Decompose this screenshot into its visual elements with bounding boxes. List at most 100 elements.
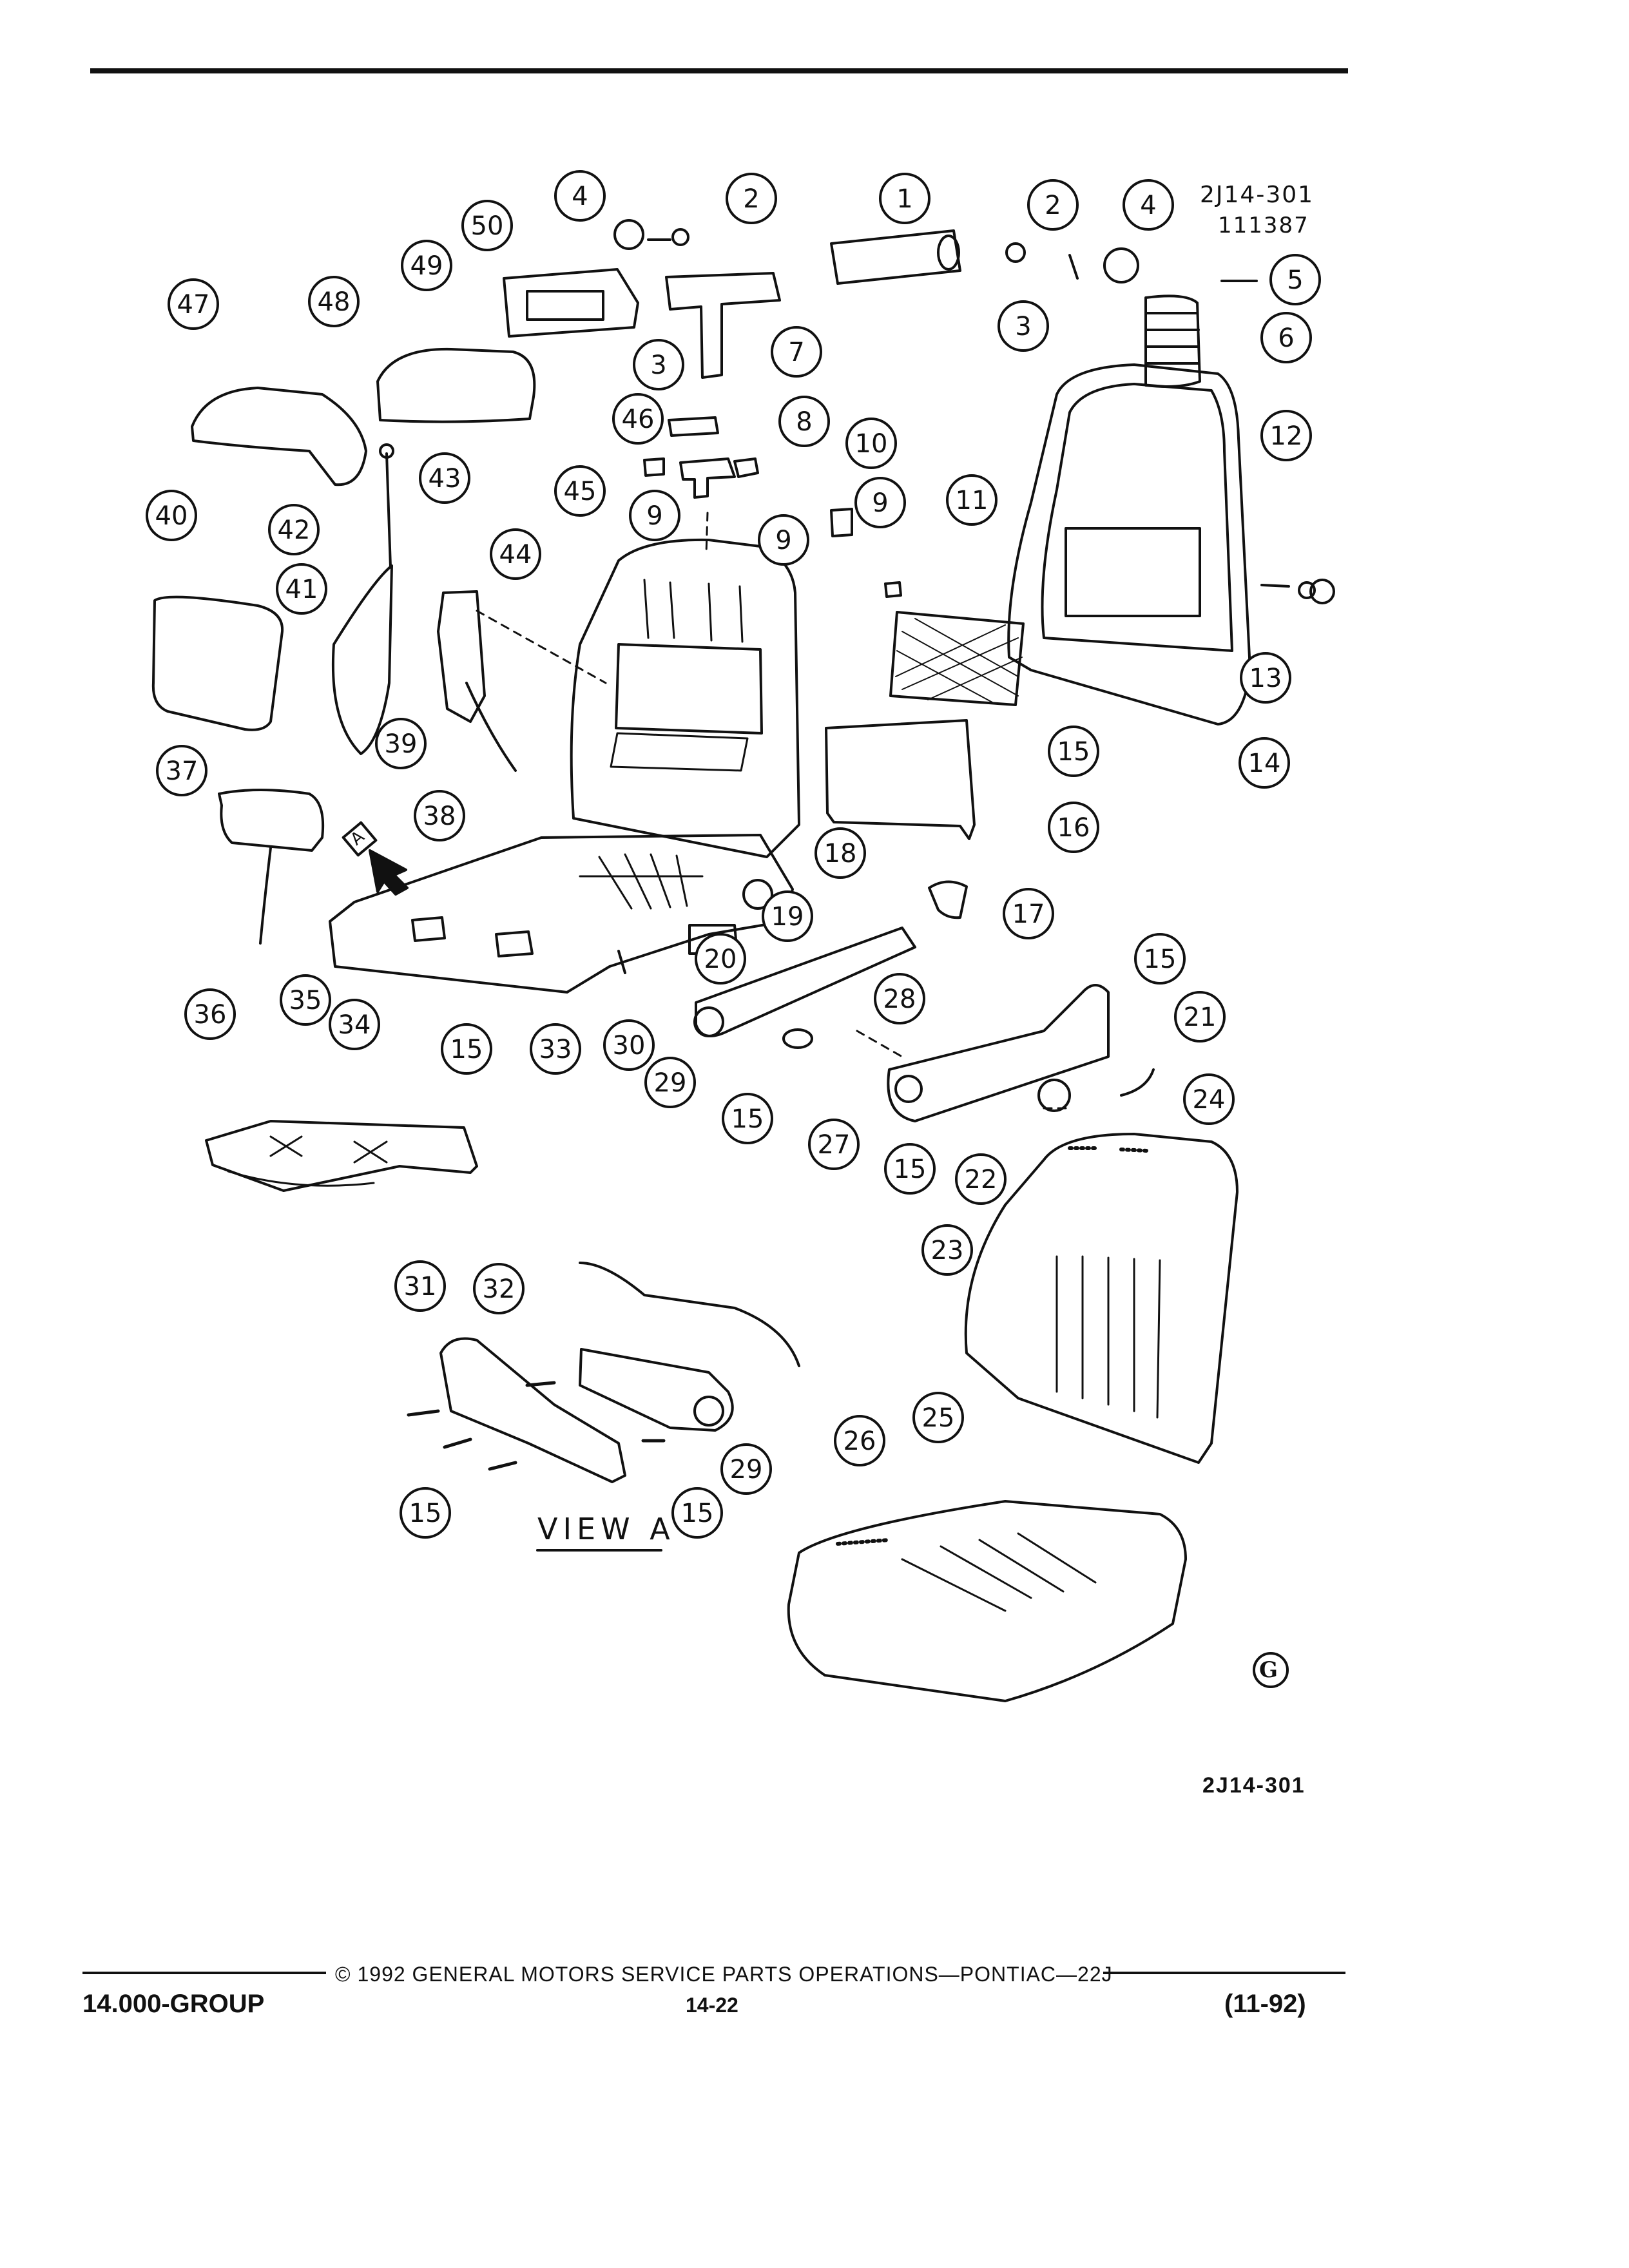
callout-balloon xyxy=(554,465,606,517)
seat-parts-line-art xyxy=(151,219,1335,1702)
callout-number: 15 xyxy=(894,1155,927,1184)
callout-number: 13 xyxy=(1249,664,1282,693)
callout-number: 6 xyxy=(1278,323,1294,353)
callout-number: 19 xyxy=(771,902,804,932)
callout-number: 16 xyxy=(1057,813,1090,843)
part-42-rod-head xyxy=(379,443,394,459)
callout-balloon xyxy=(955,1153,1007,1205)
callout-balloon xyxy=(1269,254,1321,305)
part-46-plate xyxy=(668,416,719,437)
part-48-headrest xyxy=(376,347,536,423)
view-a-marker-box xyxy=(342,821,378,857)
part-21-spring xyxy=(1120,1068,1155,1097)
callout-balloon xyxy=(1260,312,1312,363)
part-14-back-panel xyxy=(1007,363,1251,726)
view-a-bracket-31 xyxy=(439,1337,626,1483)
callout-balloon xyxy=(168,278,219,330)
part-13-knob-inner xyxy=(1298,581,1316,599)
footer-date: (11-92) xyxy=(1224,1990,1306,2018)
callout-balloon xyxy=(815,827,866,879)
callout-number: 8 xyxy=(796,407,812,437)
part-11-net-mesh xyxy=(895,618,1023,703)
view-a-arrow xyxy=(369,849,409,896)
part-4-cap-left xyxy=(613,219,644,250)
callout-balloon xyxy=(280,974,331,1026)
callout-balloon xyxy=(1174,991,1226,1043)
callout-number: 9 xyxy=(775,526,791,555)
part-19-recliner xyxy=(742,879,773,910)
callout-balloon xyxy=(441,1023,492,1075)
callout-number: 27 xyxy=(818,1130,851,1160)
callout-balloon xyxy=(874,973,925,1024)
callout-balloon xyxy=(490,528,541,580)
part-40-pad xyxy=(151,595,284,731)
part-50-housing xyxy=(503,268,639,338)
callout-number: 45 xyxy=(564,477,597,506)
callout-number: 35 xyxy=(289,986,322,1015)
callout-balloon xyxy=(184,988,236,1040)
callout-number: 20 xyxy=(704,945,737,974)
callout-number: 39 xyxy=(385,729,418,759)
callout-number: 10 xyxy=(855,429,888,459)
callout-balloon xyxy=(394,1260,446,1312)
callout-balloon xyxy=(1048,726,1099,777)
part-9-clip-mid xyxy=(733,457,759,478)
callout-balloon xyxy=(308,276,360,327)
callout-number: 4 xyxy=(1140,191,1156,220)
callout-balloon xyxy=(695,933,746,985)
callout-number: 21 xyxy=(1184,1003,1217,1032)
part-6-spring-coils xyxy=(1146,312,1200,365)
part-39-release-cable xyxy=(465,682,517,772)
callout-number: 37 xyxy=(166,756,198,786)
part-45-frame-webbing xyxy=(610,732,749,772)
callout-number: 14 xyxy=(1248,749,1281,778)
part-35-latch xyxy=(411,916,446,942)
callout-balloon xyxy=(276,563,327,615)
part-4-cap-right xyxy=(1103,247,1139,284)
callout-number: 3 xyxy=(650,351,666,380)
reference-date: 111387 xyxy=(1218,213,1309,238)
callout-balloon xyxy=(1240,652,1291,704)
callout-balloon xyxy=(771,326,822,378)
part-47-headrest-cover xyxy=(191,387,367,486)
callout-balloon xyxy=(808,1119,860,1170)
callout-balloon xyxy=(530,1023,581,1075)
callout-balloon xyxy=(414,790,465,841)
callout-balloon xyxy=(778,396,830,447)
callout-number: 40 xyxy=(155,501,188,531)
callout-balloon xyxy=(1183,1073,1235,1125)
callout-balloon xyxy=(400,1487,451,1539)
callout-number: 25 xyxy=(922,1403,955,1433)
callout-number: 11 xyxy=(956,486,988,515)
part-45-frame-slots xyxy=(643,579,744,643)
callout-balloon xyxy=(612,393,664,445)
callout-balloon xyxy=(946,474,998,526)
callout-number: 3 xyxy=(1015,312,1031,341)
part-9-clip-left xyxy=(643,457,665,477)
reference-code: 2J14-301 xyxy=(1200,182,1315,208)
callout-number: 29 xyxy=(730,1455,763,1485)
part-41-side-trim xyxy=(331,564,393,755)
callout-balloon xyxy=(554,170,606,222)
callout-number: 18 xyxy=(824,839,857,869)
callout-number: 34 xyxy=(338,1010,371,1040)
part-9-clip-right xyxy=(884,581,902,598)
part-13-knob xyxy=(1309,579,1335,604)
view-a-fasteners xyxy=(407,1381,666,1471)
view-a-rail-32 xyxy=(579,1348,734,1432)
part-30-hook xyxy=(617,950,626,974)
callout-number: 15 xyxy=(450,1035,483,1064)
callout-balloon xyxy=(1134,933,1186,985)
part-42-rod xyxy=(385,452,392,568)
part-3-screw-right xyxy=(1068,254,1079,280)
part-36-pan-frame xyxy=(227,1170,375,1187)
callout-balloon xyxy=(671,1487,723,1539)
callout-number: 22 xyxy=(965,1165,998,1195)
callout-balloon xyxy=(629,490,680,541)
part-50-window xyxy=(526,290,604,321)
callout-balloon xyxy=(722,1093,773,1144)
callout-number: 50 xyxy=(471,211,504,241)
callout-number: 36 xyxy=(194,1000,227,1030)
callout-balloon xyxy=(146,490,197,541)
part-36-seat-pan xyxy=(205,1120,478,1192)
